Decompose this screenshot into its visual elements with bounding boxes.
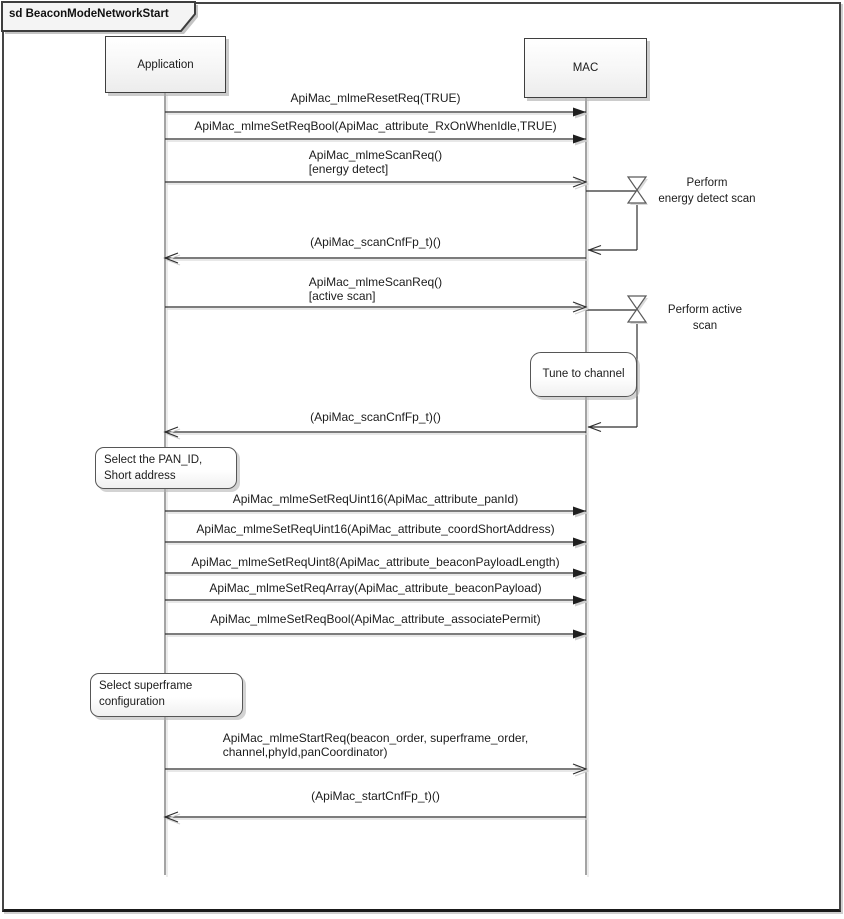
message-filled-arrowhead — [573, 107, 586, 117]
lifeline-head-label: MAC — [572, 62, 599, 74]
message-arrowhead-shadow — [165, 428, 181, 440]
note-line: Select superframe — [99, 680, 193, 692]
note-line: Tune to channel — [542, 367, 625, 380]
note-line: Short address — [104, 469, 176, 482]
timer-return-open-arrowhead — [587, 244, 602, 256]
message-open-arrowhead — [163, 252, 179, 264]
note-line: configuration — [99, 695, 165, 708]
timer-hourglass-icon — [626, 188, 648, 204]
message-open-arrowhead — [572, 301, 588, 313]
message-filled-arrowhead — [573, 506, 586, 516]
diagram-title: sd BeaconModeNetworkStart — [9, 8, 169, 20]
message-arrowhead-shadow — [574, 765, 590, 777]
message-open-arrowhead — [163, 426, 179, 438]
message-filled-arrowhead — [573, 134, 586, 144]
message-filled-arrowhead — [573, 537, 586, 547]
message-arrowhead-shadow — [165, 254, 181, 266]
timer-hourglass-icon — [626, 295, 648, 311]
note-box: Select superframe configuration — [90, 673, 243, 717]
note-box: Select the PAN_ID, Short address — [95, 447, 237, 489]
note-box: Tune to channel — [530, 352, 637, 397]
message-open-arrowhead — [572, 176, 588, 188]
timer-return-open-arrowhead — [587, 421, 602, 433]
message-open-arrowhead — [163, 811, 179, 823]
lifeline-head-label: Application — [137, 58, 194, 71]
message-open-arrowhead — [572, 763, 588, 775]
lifeline-head-mac: MAC — [524, 38, 647, 98]
note-line: Select the PAN_ID, — [104, 454, 203, 466]
message-arrowhead-shadow — [574, 303, 590, 315]
timer-hourglass-icon — [626, 176, 648, 192]
title-tab-shape — [1, 1, 196, 32]
message-filled-arrowhead — [573, 568, 586, 578]
message-filled-arrowhead — [573, 595, 586, 605]
message-arrowhead-shadow — [574, 178, 590, 190]
lifeline-head-application: Application — [105, 36, 226, 93]
timer-hourglass-icon — [626, 307, 648, 323]
note-text: Tune to channel — [542, 367, 624, 383]
message-arrowhead-shadow — [165, 813, 181, 825]
message-filled-arrowhead — [573, 629, 586, 639]
